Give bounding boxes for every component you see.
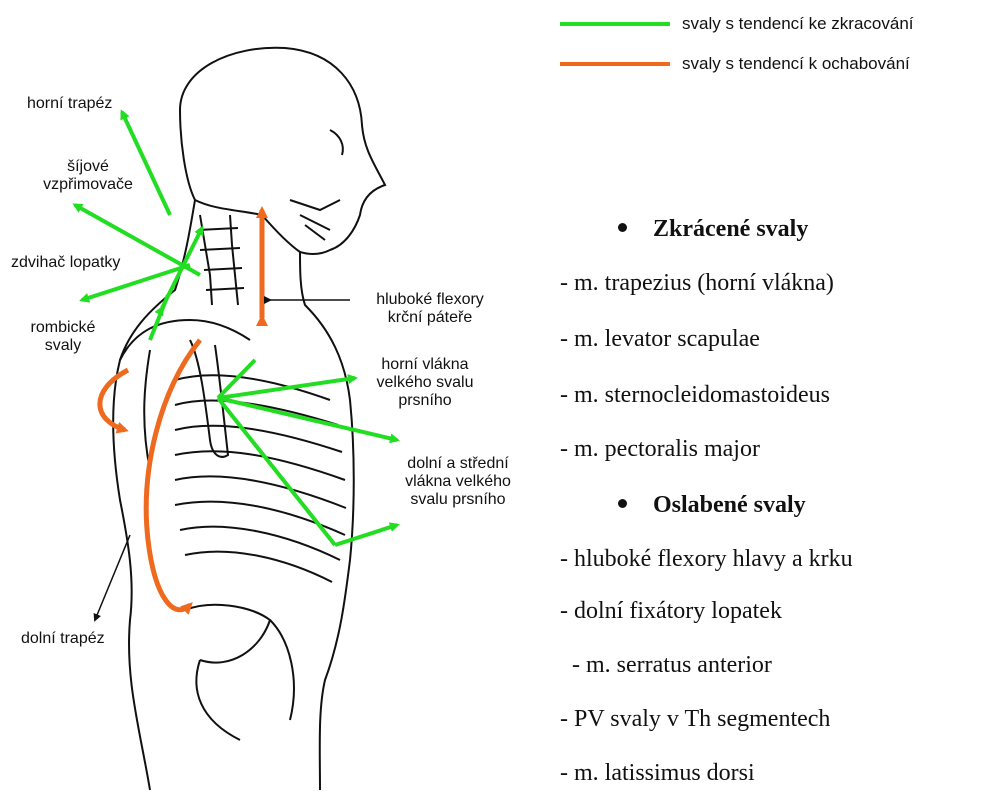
body-outline (113, 48, 385, 790)
label-dolni-line3: svalu prsního (388, 491, 528, 509)
label-hluboke-line1: hluboké flexory (345, 291, 515, 309)
label-sijove-line2: vzpřimovače (28, 176, 148, 194)
bullet-icon (618, 499, 627, 508)
list-item: - m. latissimus dorsi (560, 758, 755, 788)
label-hluboke-line2: krční páteře (345, 309, 515, 327)
list-item: - m. trapezius (horní vlákna) (560, 268, 834, 298)
label-dolni-stredni: dolní a střední vlákna velkého svalu prs… (388, 455, 528, 509)
heading-weakened-text: Oslabené svaly (653, 492, 806, 518)
label-dolni-trapez: dolní trapéz (21, 630, 105, 648)
heading-shortened-text: Zkrácené svaly (653, 216, 808, 242)
legend-item-shortening: svaly s tendencí ke zkracování (560, 10, 914, 38)
list-item: - m. serratus anterior (572, 650, 772, 680)
label-hluboke: hluboké flexory krční páteře (345, 291, 515, 327)
bullet-icon (618, 223, 627, 232)
legend-label-weakening: svaly s tendencí k ochabování (682, 54, 910, 74)
heading-shortened: Zkrácené svaly (618, 214, 808, 244)
list-item: - m. pectoralis major (560, 434, 760, 464)
legend: svaly s tendencí ke zkracování svaly s t… (560, 8, 1000, 108)
list-item: - dolní fixátory lopatek (560, 596, 782, 626)
label-horni-vlakna-line3: prsního (355, 392, 495, 410)
list-item: - m. sternocleidomastoideus (560, 380, 830, 410)
label-horni-vlakna-line1: horní vlákna (355, 356, 495, 374)
list-item: - PV svaly v Th segmentech (560, 704, 830, 734)
legend-swatch-orange (560, 62, 670, 66)
label-zdvihac: zdvihač lopatky (11, 254, 120, 272)
label-rombicke-line2: svaly (28, 337, 98, 355)
label-horni-trapez: horní trapéz (27, 95, 112, 113)
label-dolni-line2: vlákna velkého (388, 473, 528, 491)
legend-item-weakening: svaly s tendencí k ochabování (560, 50, 910, 78)
legend-label-shortening: svaly s tendencí ke zkracování (682, 14, 914, 34)
legend-swatch-green (560, 22, 670, 26)
label-sijove-line1: šíjové (28, 158, 148, 176)
anatomy-diagram: horní trapéz šíjové vzpřimovače zdvihač … (0, 0, 560, 796)
list-item: - m. levator scapulae (560, 324, 760, 354)
heading-weakened: Oslabené svaly (618, 490, 806, 520)
label-dolni-line1: dolní a střední (388, 455, 528, 473)
label-rombicke-line1: rombické (28, 319, 98, 337)
label-horni-vlakna: horní vlákna velkého svalu prsního (355, 356, 495, 410)
label-sijove: šíjové vzpřimovače (28, 158, 148, 194)
label-horni-vlakna-line2: velkého svalu (355, 374, 495, 392)
label-rombicke: rombické svaly (28, 319, 98, 355)
list-item: - hluboké flexory hlavy a krku (560, 544, 853, 574)
